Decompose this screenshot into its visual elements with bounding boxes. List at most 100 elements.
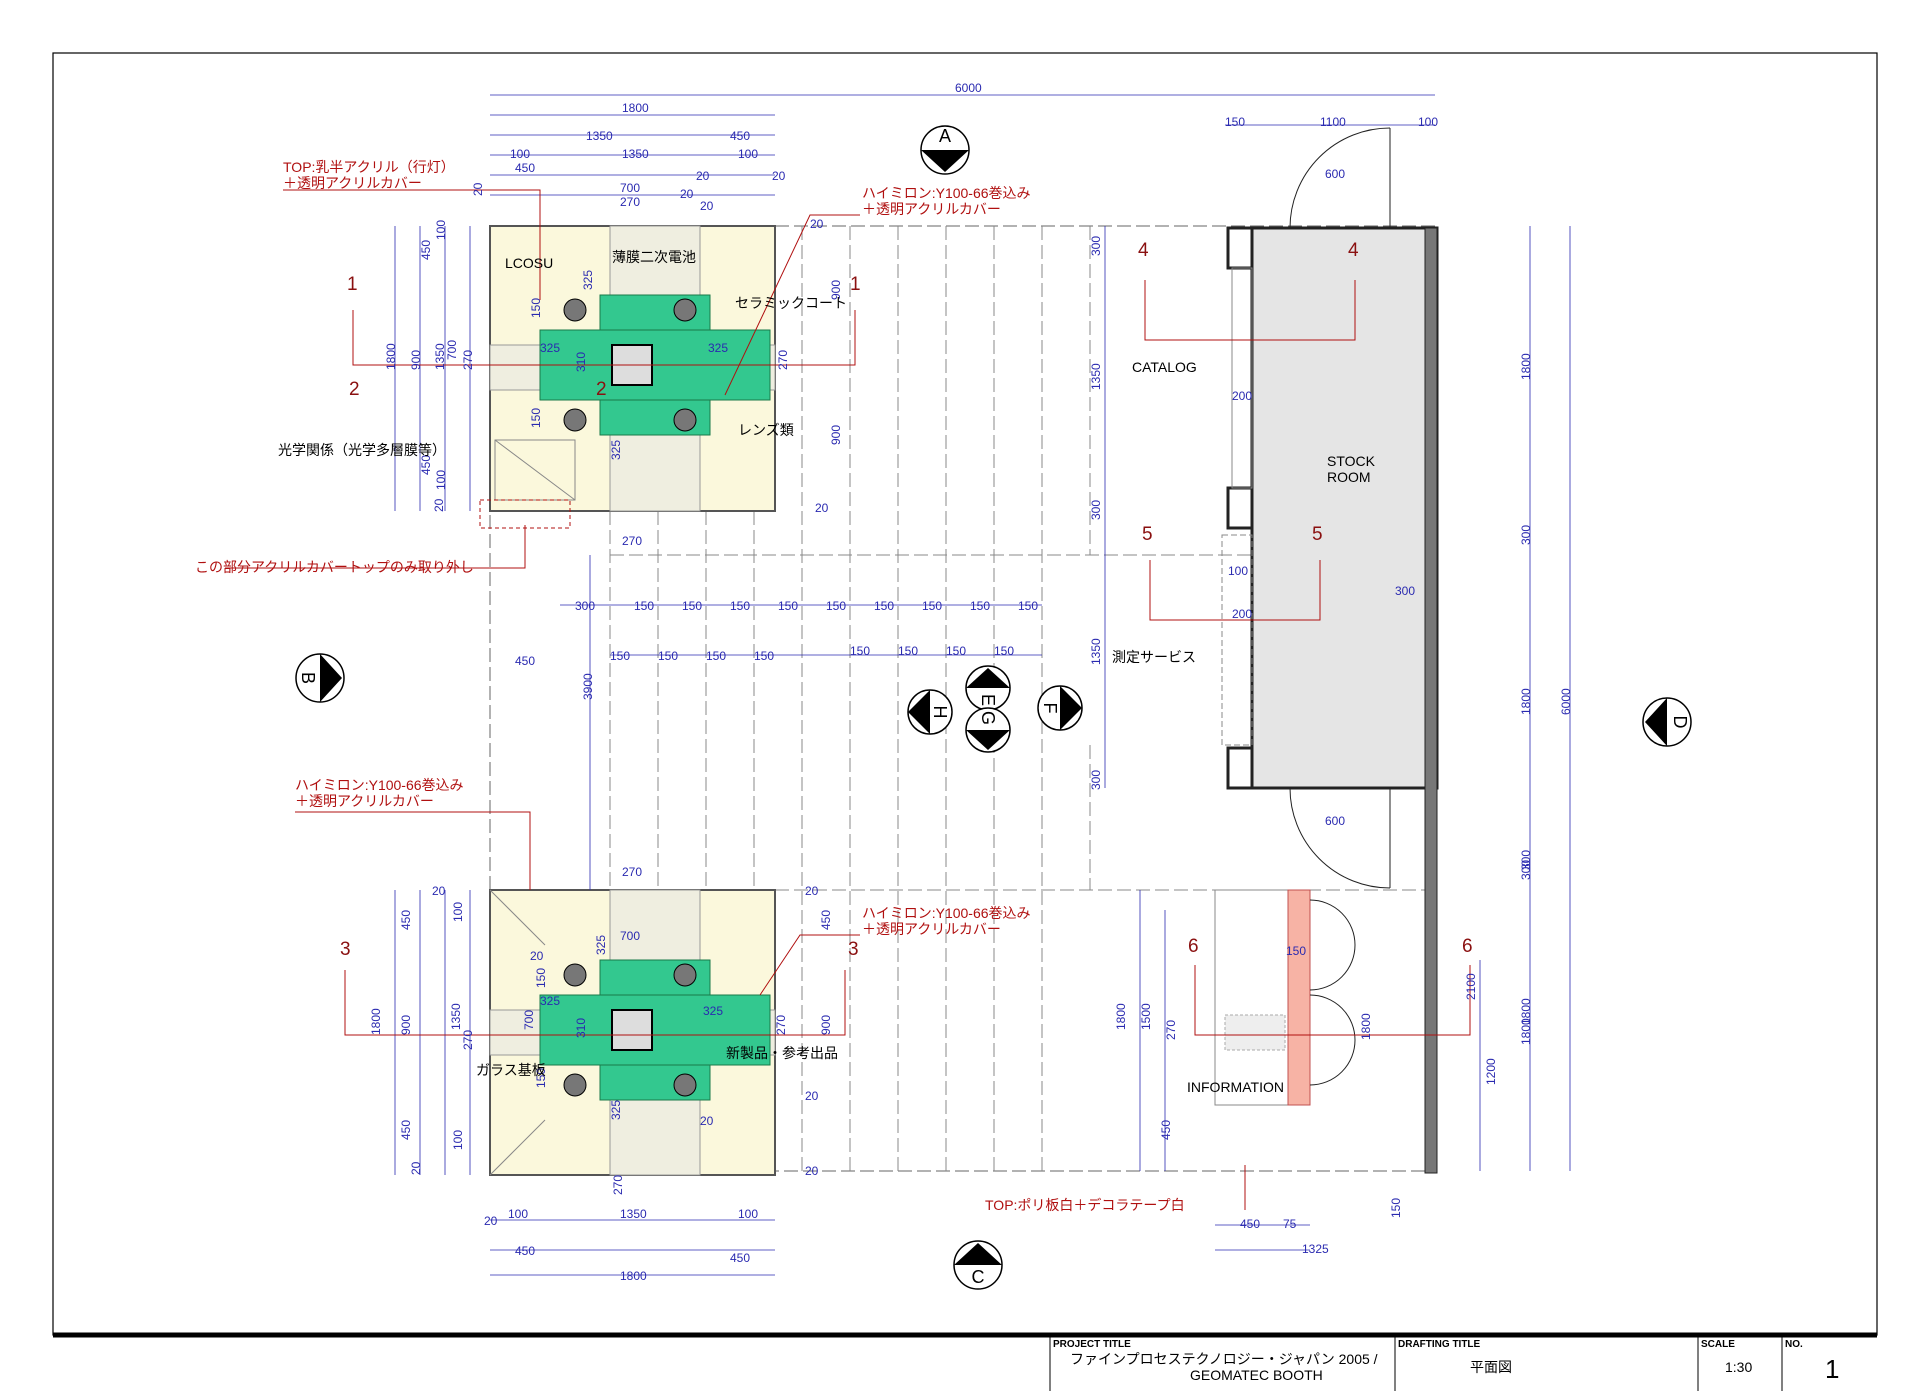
- dim-100-a: 100: [510, 147, 530, 161]
- dim-b20-a: 20: [432, 884, 446, 898]
- dim-b700-l: 700: [522, 1010, 536, 1030]
- scale-value: 1:30: [1725, 1359, 1752, 1375]
- view-marker-6-right: 6: [1462, 936, 1473, 957]
- dim-150-a: 150: [529, 298, 543, 318]
- section-marker-h-label: H: [930, 706, 950, 719]
- dim-s200-b: 200: [1232, 607, 1252, 621]
- dim-325-a: 325: [581, 270, 595, 290]
- dim-g300: 300: [575, 599, 595, 613]
- dim-s100-a: 100: [1228, 564, 1248, 578]
- dim-1350-l1: 1350: [433, 343, 447, 370]
- dim-b450-r: 450: [819, 910, 833, 930]
- dim-r300-b: 300: [1089, 500, 1103, 520]
- dim-g150-5: 150: [826, 599, 846, 613]
- dim-1350-b: 1350: [622, 147, 649, 161]
- dim-150-r: 150: [1225, 115, 1245, 129]
- dim-s200-a: 200: [1232, 389, 1252, 403]
- dim-b270-r: 270: [774, 1015, 788, 1035]
- view-arrows: [344, 280, 1471, 1036]
- dim-i2100: 2100: [1464, 973, 1478, 1000]
- dim-g150-9: 150: [1018, 599, 1038, 613]
- dim-b20-d: 20: [805, 1089, 819, 1103]
- dim-h150-3: 150: [706, 649, 726, 663]
- view-marker-1-left: 1: [347, 274, 358, 295]
- section-marker-g: G: [965, 707, 1011, 753]
- dim-i1800: 1800: [1359, 1013, 1373, 1040]
- dim-700-a: 700: [620, 181, 640, 195]
- dim-b450-bot2: 450: [730, 1251, 750, 1265]
- dim-600-r: 600: [1325, 167, 1345, 181]
- dim-b100-d: 100: [738, 1207, 758, 1221]
- dim-b1350-bot: 1350: [620, 1207, 647, 1221]
- dim-1350-top: 1350: [586, 129, 613, 143]
- note-hymilon-br-2: ＋透明アクリルカバー: [862, 921, 1001, 937]
- section-marker-e-label: E: [978, 694, 998, 706]
- dim-b325-a: 325: [594, 935, 608, 955]
- dim-h150-7: 150: [946, 644, 966, 658]
- drafting-title: 平面図: [1470, 1359, 1512, 1375]
- dim-total-width: 6000: [955, 81, 982, 95]
- dim-325-c: 325: [708, 341, 728, 355]
- dim-20-l1: 20: [471, 182, 485, 196]
- dim-20-f: 20: [815, 501, 829, 515]
- dim-b20-b: 20: [805, 884, 819, 898]
- dimension-texts: 6000 1800 1350 450 100 1350 100 450 20 2…: [369, 81, 1573, 1283]
- dim-b325-c: 325: [703, 1004, 723, 1018]
- dim-20-b: 20: [772, 169, 786, 183]
- note-hymilon-ml-1: ハイミロン:Y100-66巻込み: [295, 777, 464, 793]
- note-top-acrylic-2: ＋透明アクリルカバー: [283, 175, 422, 191]
- view-marker-5-left: 5: [1142, 524, 1153, 545]
- dim-450-top: 450: [730, 129, 750, 143]
- section-marker-b: B: [295, 653, 345, 703]
- dim-100-r: 100: [1418, 115, 1438, 129]
- view-marker-2-left: 2: [349, 379, 360, 400]
- dim-b310: 310: [574, 1018, 588, 1038]
- dim-1800-top: 1800: [622, 101, 649, 115]
- dim-325-b: 325: [540, 341, 560, 355]
- dim-450-l1: 450: [419, 240, 433, 260]
- section-marker-a-label: A: [939, 126, 951, 146]
- dim-450-mid: 450: [515, 654, 535, 668]
- dim-g150-7: 150: [922, 599, 942, 613]
- dim-h150-4: 150: [754, 649, 774, 663]
- project-title-line1: ファインプロセステクノロジー・ジャパン 2005 /: [1070, 1351, 1378, 1367]
- dim-r300-d: 300: [1519, 525, 1533, 545]
- section-marker-b-label: B: [298, 672, 318, 684]
- dim-270-c: 270: [622, 534, 642, 548]
- dim-20-e: 20: [810, 217, 824, 231]
- view-marker-4-right: 4: [1348, 240, 1359, 261]
- section-marker-f-label: F: [1040, 703, 1060, 714]
- title-block: PROJECT TITLE ファインプロセステクノロジー・ジャパン 2005 /…: [1049, 1335, 1839, 1391]
- dim-b270-l: 270: [461, 1030, 475, 1050]
- dim-i1200: 1200: [1484, 1058, 1498, 1085]
- stock-room-block: [1221, 127, 1439, 1174]
- dim-20-a: 20: [696, 169, 710, 183]
- dim-100-l2: 100: [434, 470, 448, 490]
- section-marker-a: A: [920, 125, 970, 175]
- dim-900-d: 900: [829, 425, 843, 445]
- dim-b1800-l: 1800: [369, 1008, 383, 1035]
- dim-i1500: 1500: [1139, 1003, 1153, 1030]
- dim-b150-a: 150: [534, 968, 548, 988]
- label-optical: 光学関係（光学多層膜等）: [278, 442, 446, 458]
- label-catalog: CATALOG: [1132, 359, 1197, 375]
- dim-g150-8: 150: [970, 599, 990, 613]
- dim-1100-r: 1100: [1320, 115, 1346, 129]
- label-measurement: 測定サービス: [1112, 649, 1196, 665]
- section-marker-h: H: [907, 689, 953, 735]
- section-marker-f: F: [1037, 685, 1083, 731]
- dim-3900: 3900: [581, 673, 595, 700]
- dim-i450-b: 450: [1240, 1217, 1260, 1231]
- dim-100-l1: 100: [434, 220, 448, 240]
- dim-r300-e: 300: [1519, 860, 1533, 880]
- dim-b270-bot: 270: [611, 1175, 625, 1195]
- sheet-no-label: NO.: [1785, 1339, 1803, 1350]
- note-hymilon-tr-2: ＋透明アクリルカバー: [862, 201, 1001, 217]
- dim-r1800-a: 1800: [1519, 353, 1533, 380]
- label-battery: 薄膜二次電池: [612, 249, 696, 265]
- dim-i1800-l: 1800: [1114, 1003, 1128, 1030]
- section-marker-c-label: C: [972, 1267, 985, 1287]
- section-marker-d-label: D: [1670, 716, 1690, 729]
- dim-g150-1: 150: [634, 599, 654, 613]
